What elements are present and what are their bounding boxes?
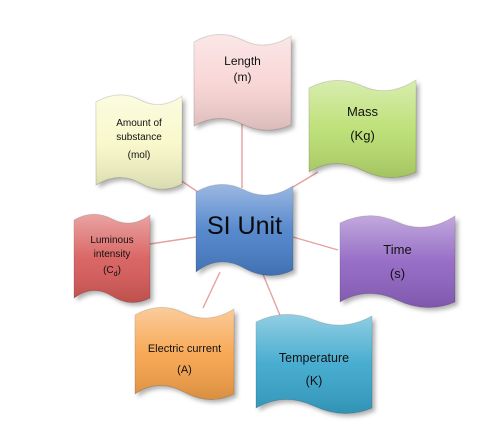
electric-current-label: Electric current (A): [147, 343, 222, 376]
connector-amount: [179, 179, 199, 193]
center-title: SI Unit: [206, 212, 283, 240]
temperature-label: Temperature (K): [278, 351, 350, 388]
luminous-intensity-label: Luminous intensity (Cd): [90, 235, 134, 278]
amount-of-substance-label: Amount of substance (mol): [116, 118, 162, 161]
connector-time: [292, 236, 339, 251]
time-label: Time (s): [383, 242, 412, 281]
mass-label: Mass (Kg): [346, 104, 379, 143]
length-label: Length (m): [224, 54, 261, 85]
connector-luminous: [149, 236, 197, 245]
connector-electric-current: [202, 271, 221, 309]
